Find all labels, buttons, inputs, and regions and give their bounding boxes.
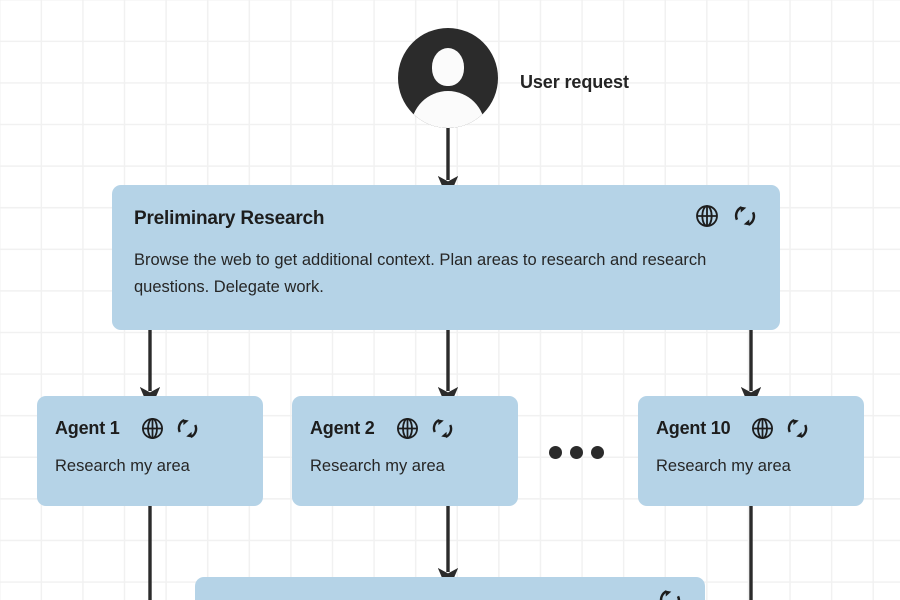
partial-node-icon-group [657,587,683,600]
node-title: Preliminary Research [134,208,325,229]
refresh-loop-icon[interactable] [785,416,810,441]
more-agents-ellipsis [549,446,604,459]
agent-header: Agent 2 [310,414,502,442]
ellipsis-dot [549,446,562,459]
node-agent-1[interactable]: Agent 1 [37,396,263,506]
agent-title: Agent 2 [310,417,375,438]
agent-description: Research my area [310,457,445,475]
node-icon-group [694,203,758,229]
ellipsis-dot [570,446,583,459]
node-partial-bottom[interactable] [195,577,705,600]
node-description: Browse the web to get additional context… [134,251,707,297]
agent-icon-group [395,416,455,441]
user-avatar-icon [398,28,498,128]
refresh-loop-icon[interactable] [732,203,758,229]
node-agent-10[interactable]: Agent 10 [638,396,864,506]
node-preliminary-research[interactable]: Preliminary Research Browse the web to g… [112,185,780,330]
globe-icon[interactable] [395,416,420,441]
agent-icon-group [750,416,810,441]
agent-description: Research my area [55,457,190,475]
agent-icon-group [140,416,200,441]
user-request-label: User request [520,72,629,92]
agent-header: Agent 1 [55,414,247,442]
agent-title: Agent 10 [656,417,731,438]
refresh-loop-icon[interactable] [657,587,683,600]
avatar-head-shape [432,48,464,86]
globe-icon[interactable] [694,203,720,229]
globe-icon[interactable] [140,416,165,441]
agent-description: Research my area [656,457,791,475]
node-agent-2[interactable]: Agent 2 [292,396,518,506]
refresh-loop-icon[interactable] [430,416,455,441]
refresh-loop-icon[interactable] [175,416,200,441]
globe-icon[interactable] [750,416,775,441]
ellipsis-dot [591,446,604,459]
agent-header: Agent 10 [656,414,848,442]
avatar-body-shape [411,91,485,128]
agent-title: Agent 1 [55,417,120,438]
